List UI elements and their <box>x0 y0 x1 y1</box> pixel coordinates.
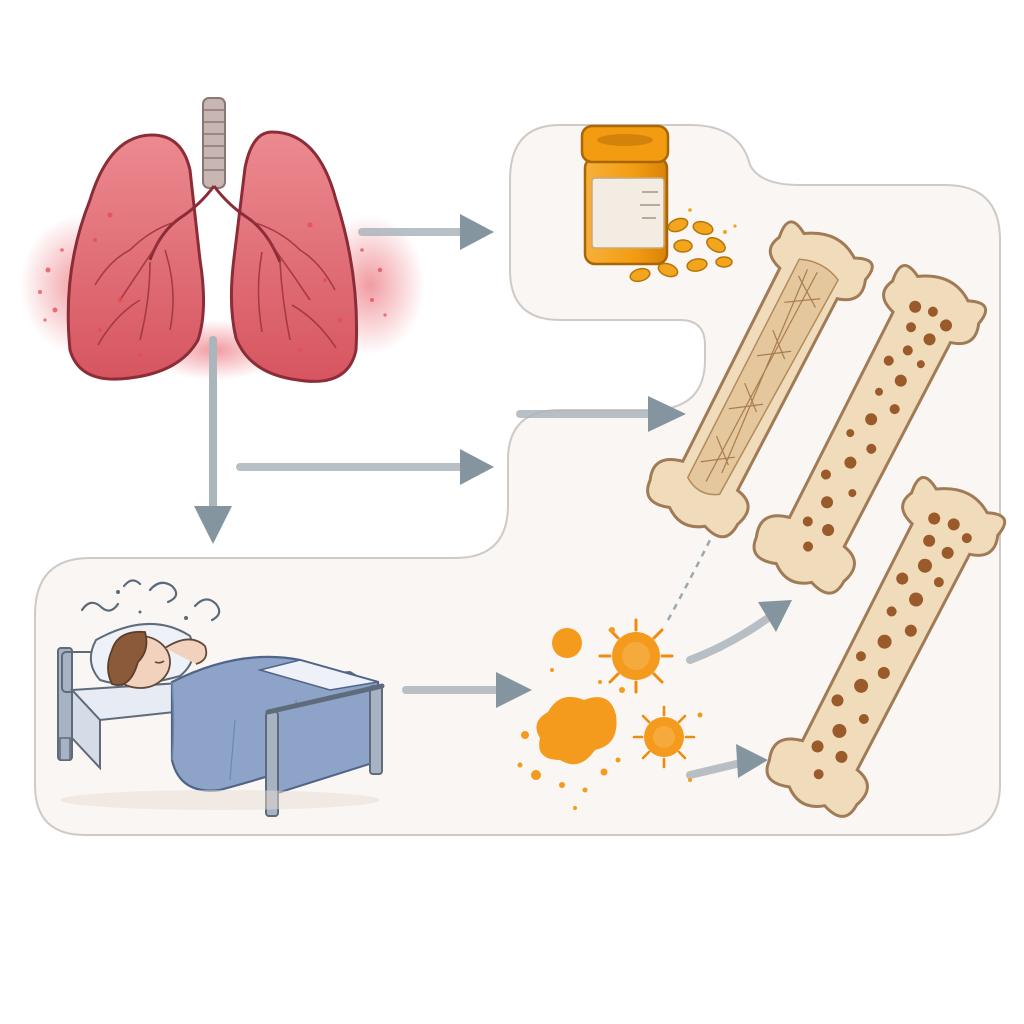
arrow-lungs-to-medication <box>358 214 494 250</box>
arrow-cells-to-bone-curved-upper <box>686 600 792 664</box>
bedridden-patient-icon <box>57 579 385 817</box>
arrow-cells-to-bone-curved-lower <box>686 744 768 779</box>
bone-porous-icon <box>752 264 988 595</box>
cytokine-cells-icon <box>517 618 703 810</box>
lungs-icon <box>20 97 425 383</box>
arrow-to-bones-upper <box>516 396 686 432</box>
bone-osteoporotic-icon <box>765 476 1007 818</box>
pill-bottle-icon <box>580 124 737 283</box>
arrow-lungs-down-to-bed <box>194 336 232 544</box>
arrow-bed-to-cells <box>402 672 532 708</box>
arrow-lungs-to-bones <box>236 449 494 485</box>
bone-healthy-icon <box>646 220 874 539</box>
